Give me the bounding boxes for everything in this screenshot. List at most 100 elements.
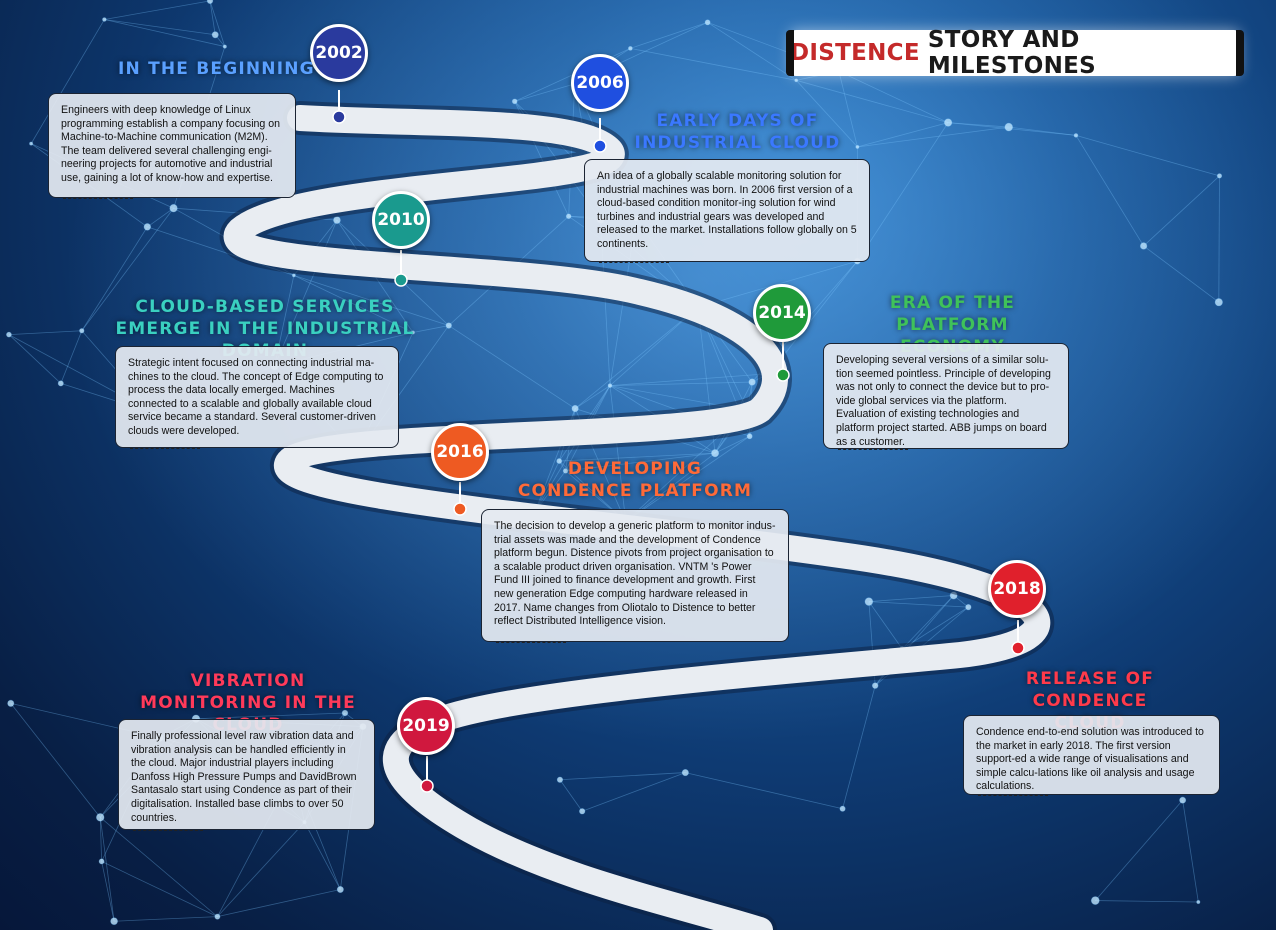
network-node [1216,173,1223,179]
network-node [79,328,85,334]
network-node [965,603,972,611]
network-node [607,383,613,388]
network-line [1075,135,1220,177]
network-line [514,83,575,102]
network-node [704,19,711,26]
network-line [838,71,858,148]
network-line [99,817,115,922]
network-node [710,449,720,458]
network-line [412,325,449,333]
year-badge-2002: 2002 [310,24,368,82]
year-badge-2014: 2014 [753,284,811,342]
network-line [609,385,627,522]
year-badge-2018: 2018 [988,560,1046,618]
network-line [795,80,858,148]
year-badge-2006: 2006 [571,54,629,112]
milestone-text-2014: Developing several versions of a similar… [823,343,1069,450]
milestone-heading-2016: DEVELOPING CONDENCE PLATFORM [517,459,753,501]
milestone-text-2018: Condence end-to-end solution was introdu… [963,715,1220,796]
network-node [445,322,452,329]
milestone-heading-2002: IN THE BEGINNING [118,59,315,79]
network-line [630,22,708,49]
network-line [857,122,949,148]
network-node [1196,899,1201,905]
network-line [448,325,576,409]
network-line [559,772,686,781]
network-line [10,703,101,818]
network-node [1090,896,1100,905]
network-node [96,813,105,822]
network-line [147,207,174,228]
network-line [209,0,226,47]
network-node [839,805,846,812]
network-node [291,273,296,278]
network-node [410,330,416,335]
network-node [7,699,15,707]
network-node [1073,133,1079,138]
network-node [579,808,586,815]
network-line [1143,245,1220,303]
network-node [855,144,860,150]
page-title: DISTENCE STORY AND MILESTONES [786,27,1244,79]
title-brand: DISTENCE [790,40,920,66]
milestone-text-2016: The decision to develop a generic platfo… [481,509,789,643]
network-line [856,122,949,262]
network-line [304,822,341,890]
network-node [336,885,344,894]
network-line [1008,126,1077,136]
network-line [104,19,216,36]
network-line [902,606,969,650]
network-line [901,595,954,650]
milestone-text-2010: Strategic intent focused on connecting i… [115,346,399,449]
network-node [110,917,118,926]
network-line [81,226,148,331]
network-line [1218,175,1220,303]
network-line [707,22,797,81]
milestone-text-2006: An idea of a globally scalable monitorin… [584,159,870,263]
network-node [565,213,572,220]
network-line [101,861,115,922]
network-node [222,44,227,49]
network-line [559,779,583,812]
network-line [582,772,686,812]
network-line [625,435,750,522]
network-line [574,306,699,409]
network-node [98,858,105,865]
network-line [685,772,843,810]
network-node [681,768,689,777]
network-line [857,126,1009,148]
network-line [99,817,103,862]
network-node [57,380,64,387]
milestone-heading-2006: EARLY DAYS OF INDUSTRIAL CLOUD [634,111,841,153]
network-line [838,70,949,123]
network-node [29,141,34,146]
network-node [748,378,756,386]
network-line [948,122,1009,128]
network-line [217,821,305,917]
network-node [746,433,753,440]
milestone-text-2002: Engineers with deep knowledge of Linux p… [48,93,296,199]
network-node [169,204,178,213]
network-line [195,712,345,720]
network-line [101,861,218,917]
network-line [574,385,611,409]
network-node [1214,298,1223,307]
network-line [1182,800,1199,903]
network-line [630,48,797,81]
network-node [556,458,563,465]
network-line [609,381,753,387]
network-line [30,19,105,144]
network-line [565,452,716,472]
network-line [60,330,83,384]
network-line [609,373,770,387]
network-line [1094,799,1183,901]
network-node [206,0,214,5]
network-line [8,334,62,384]
year-badge-2016: 2016 [431,423,489,481]
network-line [293,274,414,333]
network-line [8,330,82,336]
network-node [102,17,107,22]
network-line [559,452,716,462]
network-line [842,685,876,809]
network-node [562,468,569,474]
